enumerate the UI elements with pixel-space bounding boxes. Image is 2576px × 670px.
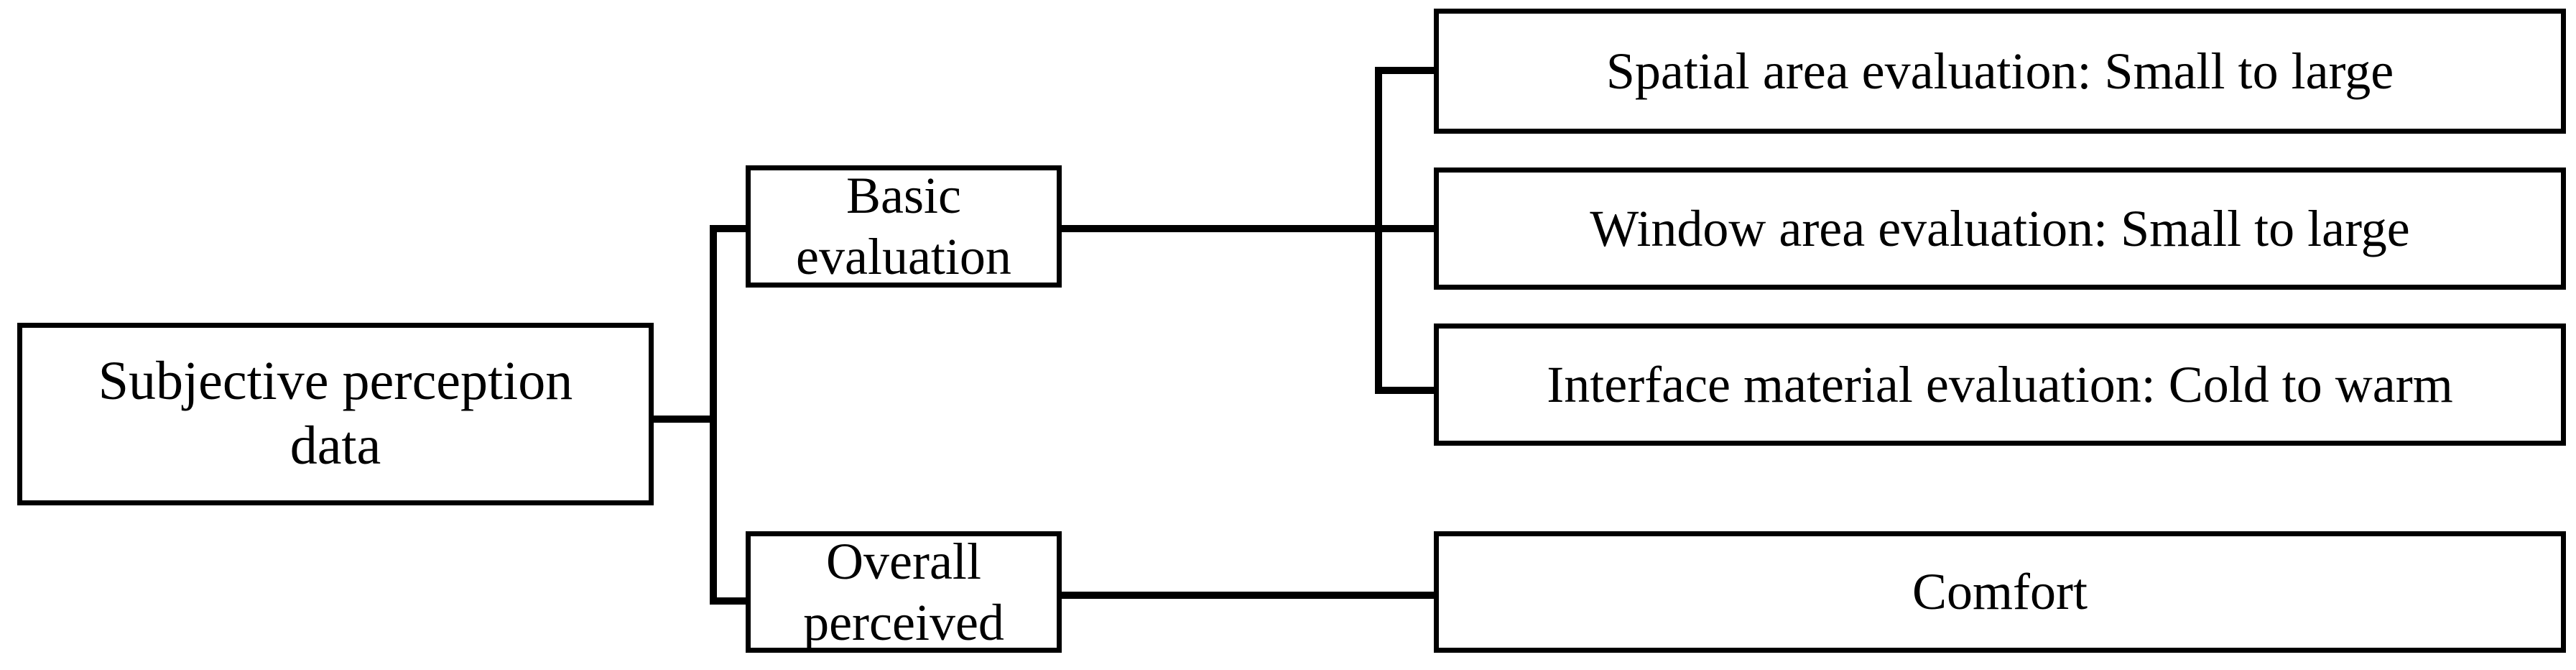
connector-root-to-bus	[652, 416, 717, 423]
node-label-interface-material-evaluation: Interface material evaluation: Cold to w…	[1547, 355, 2453, 413]
node-spatial-area-evaluation: Spatial area evaluation: Small to large	[1434, 9, 2566, 134]
node-interface-material-evaluation: Interface material evaluation: Cold to w…	[1434, 323, 2566, 446]
node-subjective-perception-data: Subjective perception data	[17, 323, 654, 505]
connector-bus-to-basic-evaluation	[710, 225, 749, 232]
node-label-spatial-area-evaluation: Spatial area evaluation: Small to large	[1606, 42, 2394, 100]
connector-bus-level2	[710, 225, 717, 605]
connector-bus-to-interface-material	[1375, 387, 1437, 394]
node-comfort: Comfort	[1434, 531, 2566, 653]
node-basic-evaluation: Basic evaluation	[746, 165, 1062, 288]
connector-bus-to-spatial-area	[1375, 67, 1437, 74]
connector-basic-evaluation-to-bus	[1059, 225, 1382, 232]
node-label-overall-perceived: Overall perceived	[803, 532, 1004, 651]
connector-bus-to-overall-perceived	[710, 597, 749, 605]
connector-bus-to-window-area	[1375, 225, 1437, 232]
node-label-window-area-evaluation: Window area evaluation: Small to large	[1590, 199, 2410, 257]
node-label-basic-evaluation: Basic evaluation	[796, 167, 1011, 285]
connector-overall-perceived-to-comfort	[1059, 592, 1437, 599]
node-window-area-evaluation: Window area evaluation: Small to large	[1434, 168, 2566, 290]
node-label-root: Subjective perception data	[98, 351, 573, 476]
node-label-comfort: Comfort	[1912, 563, 2088, 621]
node-overall-perceived: Overall perceived	[746, 531, 1062, 653]
